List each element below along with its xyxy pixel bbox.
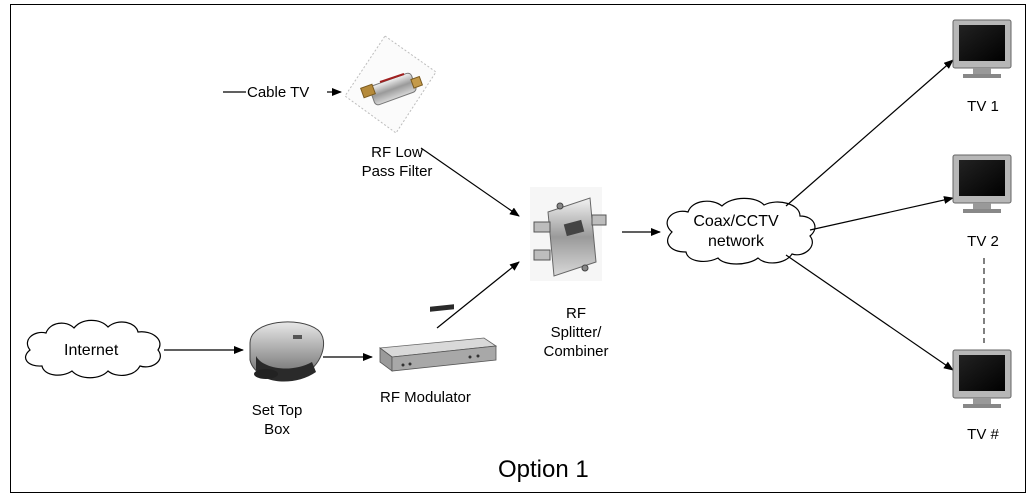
set-top-box-label-line2: Box [264, 421, 290, 438]
rf-splitter-label-line3: Combiner [543, 343, 609, 360]
rf-splitter-label-line1: RF [566, 305, 586, 322]
rf-splitter-icon [530, 187, 607, 281]
rf-low-pass-filter-label-line1: RF Low [371, 144, 423, 161]
internet-cloud [25, 319, 161, 379]
network-label: Coax/CCTV network [686, 212, 786, 252]
rf-modulator-label: RF Modulator [380, 389, 471, 406]
rf-low-pass-filter-label: RF Low Pass Filter [352, 143, 442, 181]
network-label-line2: network [707, 233, 765, 250]
frame [10, 4, 1026, 493]
internet-label: Internet [64, 342, 119, 359]
rf-low-pass-filter-icon [344, 35, 437, 134]
arrow-filter-to-splitter [420, 147, 520, 217]
rf-splitter-label-line2: Splitter/ [550, 324, 602, 341]
set-top-box-icon [249, 321, 325, 382]
set-top-box-label-line1: Set Top [251, 402, 303, 419]
set-top-box-label: Set Top Box [242, 401, 312, 439]
tv-icon [952, 349, 1012, 408]
rf-modulator-icon [378, 304, 498, 372]
tv-icon [952, 19, 1012, 78]
rf-splitter-label: RF Splitter/ Combiner [536, 304, 616, 361]
network-label-line1: Coax/CCTV [693, 213, 779, 230]
network-cloud [666, 197, 816, 265]
diagram-title: Option 1 [498, 456, 589, 483]
cable-tv-label: Cable TV [247, 84, 310, 101]
tvn-label: TV # [967, 426, 999, 443]
arrow-network-to-tv2 [809, 196, 954, 231]
tv-icon [952, 154, 1012, 213]
arrow-network-to-tvn [785, 254, 954, 371]
rf-low-pass-filter-label-line2: Pass Filter [361, 163, 433, 180]
tv2-label: TV 2 [967, 233, 999, 250]
arrow-modulator-to-splitter [436, 261, 520, 329]
tv1-label: TV 1 [967, 98, 999, 115]
arrow-network-to-tv1 [785, 59, 954, 207]
